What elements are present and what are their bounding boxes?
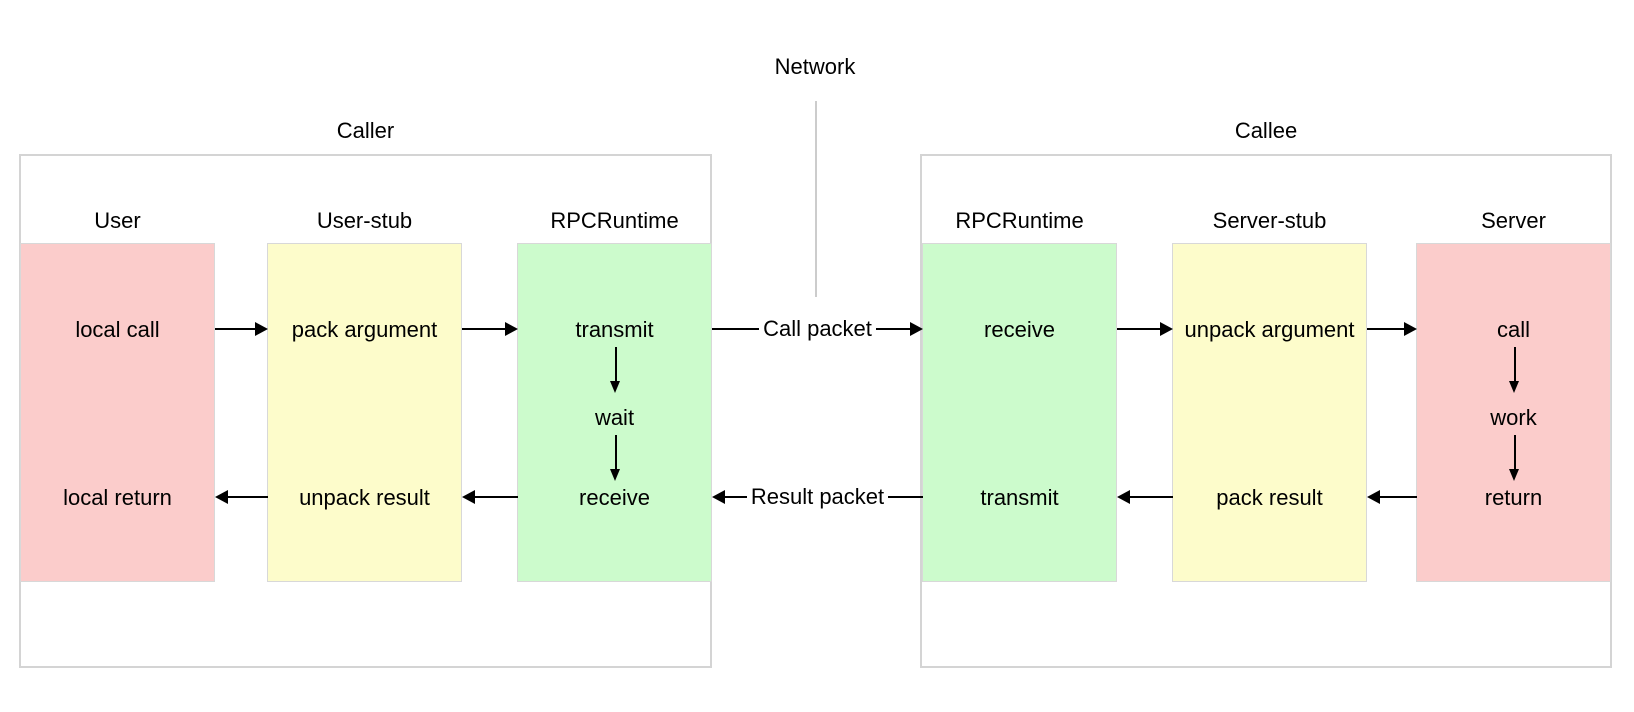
- arrow-head: [610, 381, 620, 393]
- caller-title: Caller: [336, 118, 395, 143]
- arrow-receive-to-unpack-result: [462, 490, 518, 504]
- arrow-unpack-argument-to-call: [1367, 322, 1417, 336]
- callee-header-server-stub: Server-stub: [1212, 208, 1327, 233]
- arrow-pack-result-to-transmit: [1117, 490, 1173, 504]
- arrow-head: [910, 322, 923, 336]
- arrow-head: [1509, 381, 1519, 393]
- arrow-return-to-pack-result: [1367, 490, 1417, 504]
- arrow-work-to-return: [1509, 435, 1520, 481]
- local-call-label: local call: [75, 317, 160, 342]
- callee-header-server: Server: [1481, 208, 1546, 233]
- arrow-head: [1509, 469, 1519, 481]
- pack-argument-label: pack argument: [291, 317, 438, 342]
- arrow-head: [1117, 490, 1130, 504]
- arrow-shaft: [1513, 435, 1516, 469]
- arrow-head: [255, 322, 268, 336]
- arrow-shaft: [1367, 328, 1406, 330]
- network-label: Network: [774, 54, 856, 79]
- arrow-unpack-result-to-local-return: [215, 490, 268, 504]
- receive-label: receive: [579, 485, 650, 510]
- arrow-shaft: [226, 496, 268, 498]
- local-return-label: local return: [63, 485, 172, 510]
- arrow-shaft: [215, 328, 257, 330]
- user-stub-box: pack argument unpack result: [267, 243, 462, 582]
- return-label: return: [1484, 485, 1543, 510]
- call-packet-text: Call packet: [759, 316, 876, 341]
- arrow-shaft: [473, 496, 518, 498]
- result-packet-label: Result packet: [712, 484, 923, 509]
- arrow-shaft: [614, 347, 617, 381]
- arrow-shaft: [614, 435, 617, 469]
- caller-rpcruntime-box: transmit wait receive: [517, 243, 712, 582]
- unpack-argument-label: unpack argument: [1184, 317, 1355, 342]
- result-packet-text: Result packet: [746, 484, 889, 509]
- caller-header-user-stub: User-stub: [316, 208, 413, 233]
- arrow-head: [1160, 322, 1173, 336]
- arrow-pack-argument-to-transmit: [462, 322, 518, 336]
- arrow-head: [1404, 322, 1417, 336]
- caller-header-user: User: [94, 208, 141, 233]
- callee-rpcruntime-box: receive transmit: [922, 243, 1117, 582]
- receive-label: receive: [984, 317, 1055, 342]
- arrow-wait-to-receive: [610, 435, 621, 481]
- wait-label: wait: [594, 405, 635, 430]
- arrow-head: [1367, 490, 1380, 504]
- user-box: local call local return: [20, 243, 215, 582]
- callee-title: Callee: [1234, 118, 1298, 143]
- arrow-head: [215, 490, 228, 504]
- callee-header-rpcruntime: RPCRuntime: [955, 208, 1084, 233]
- arrow-shaft: [1128, 496, 1173, 498]
- transmit-label: transmit: [575, 317, 654, 342]
- arrow-head: [505, 322, 518, 336]
- unpack-result-label: unpack result: [299, 485, 430, 510]
- arrow-shaft: [1117, 328, 1162, 330]
- arrow-shaft: [1378, 496, 1417, 498]
- arrow-transmit-to-wait: [610, 347, 621, 393]
- arrow-call-to-work: [1509, 347, 1520, 393]
- server-box: call work return: [1416, 243, 1611, 582]
- call-packet-label: Call packet: [712, 316, 923, 341]
- work-label: work: [1490, 405, 1537, 430]
- arrow-head: [712, 490, 725, 504]
- caller-header-rpcruntime: RPCRuntime: [550, 208, 679, 233]
- call-label: call: [1496, 317, 1530, 342]
- arrow-receive-to-unpack-argument: [1117, 322, 1173, 336]
- arrow-head: [462, 490, 475, 504]
- transmit-label: transmit: [980, 485, 1059, 510]
- server-stub-box: unpack argument pack result: [1172, 243, 1367, 582]
- pack-result-label: pack result: [1216, 485, 1323, 510]
- arrow-head: [610, 469, 620, 481]
- network-divider-line: [815, 101, 817, 297]
- arrow-shaft: [1513, 347, 1516, 381]
- arrow-local-call-to-pack-argument: [215, 322, 268, 336]
- arrow-shaft: [462, 328, 507, 330]
